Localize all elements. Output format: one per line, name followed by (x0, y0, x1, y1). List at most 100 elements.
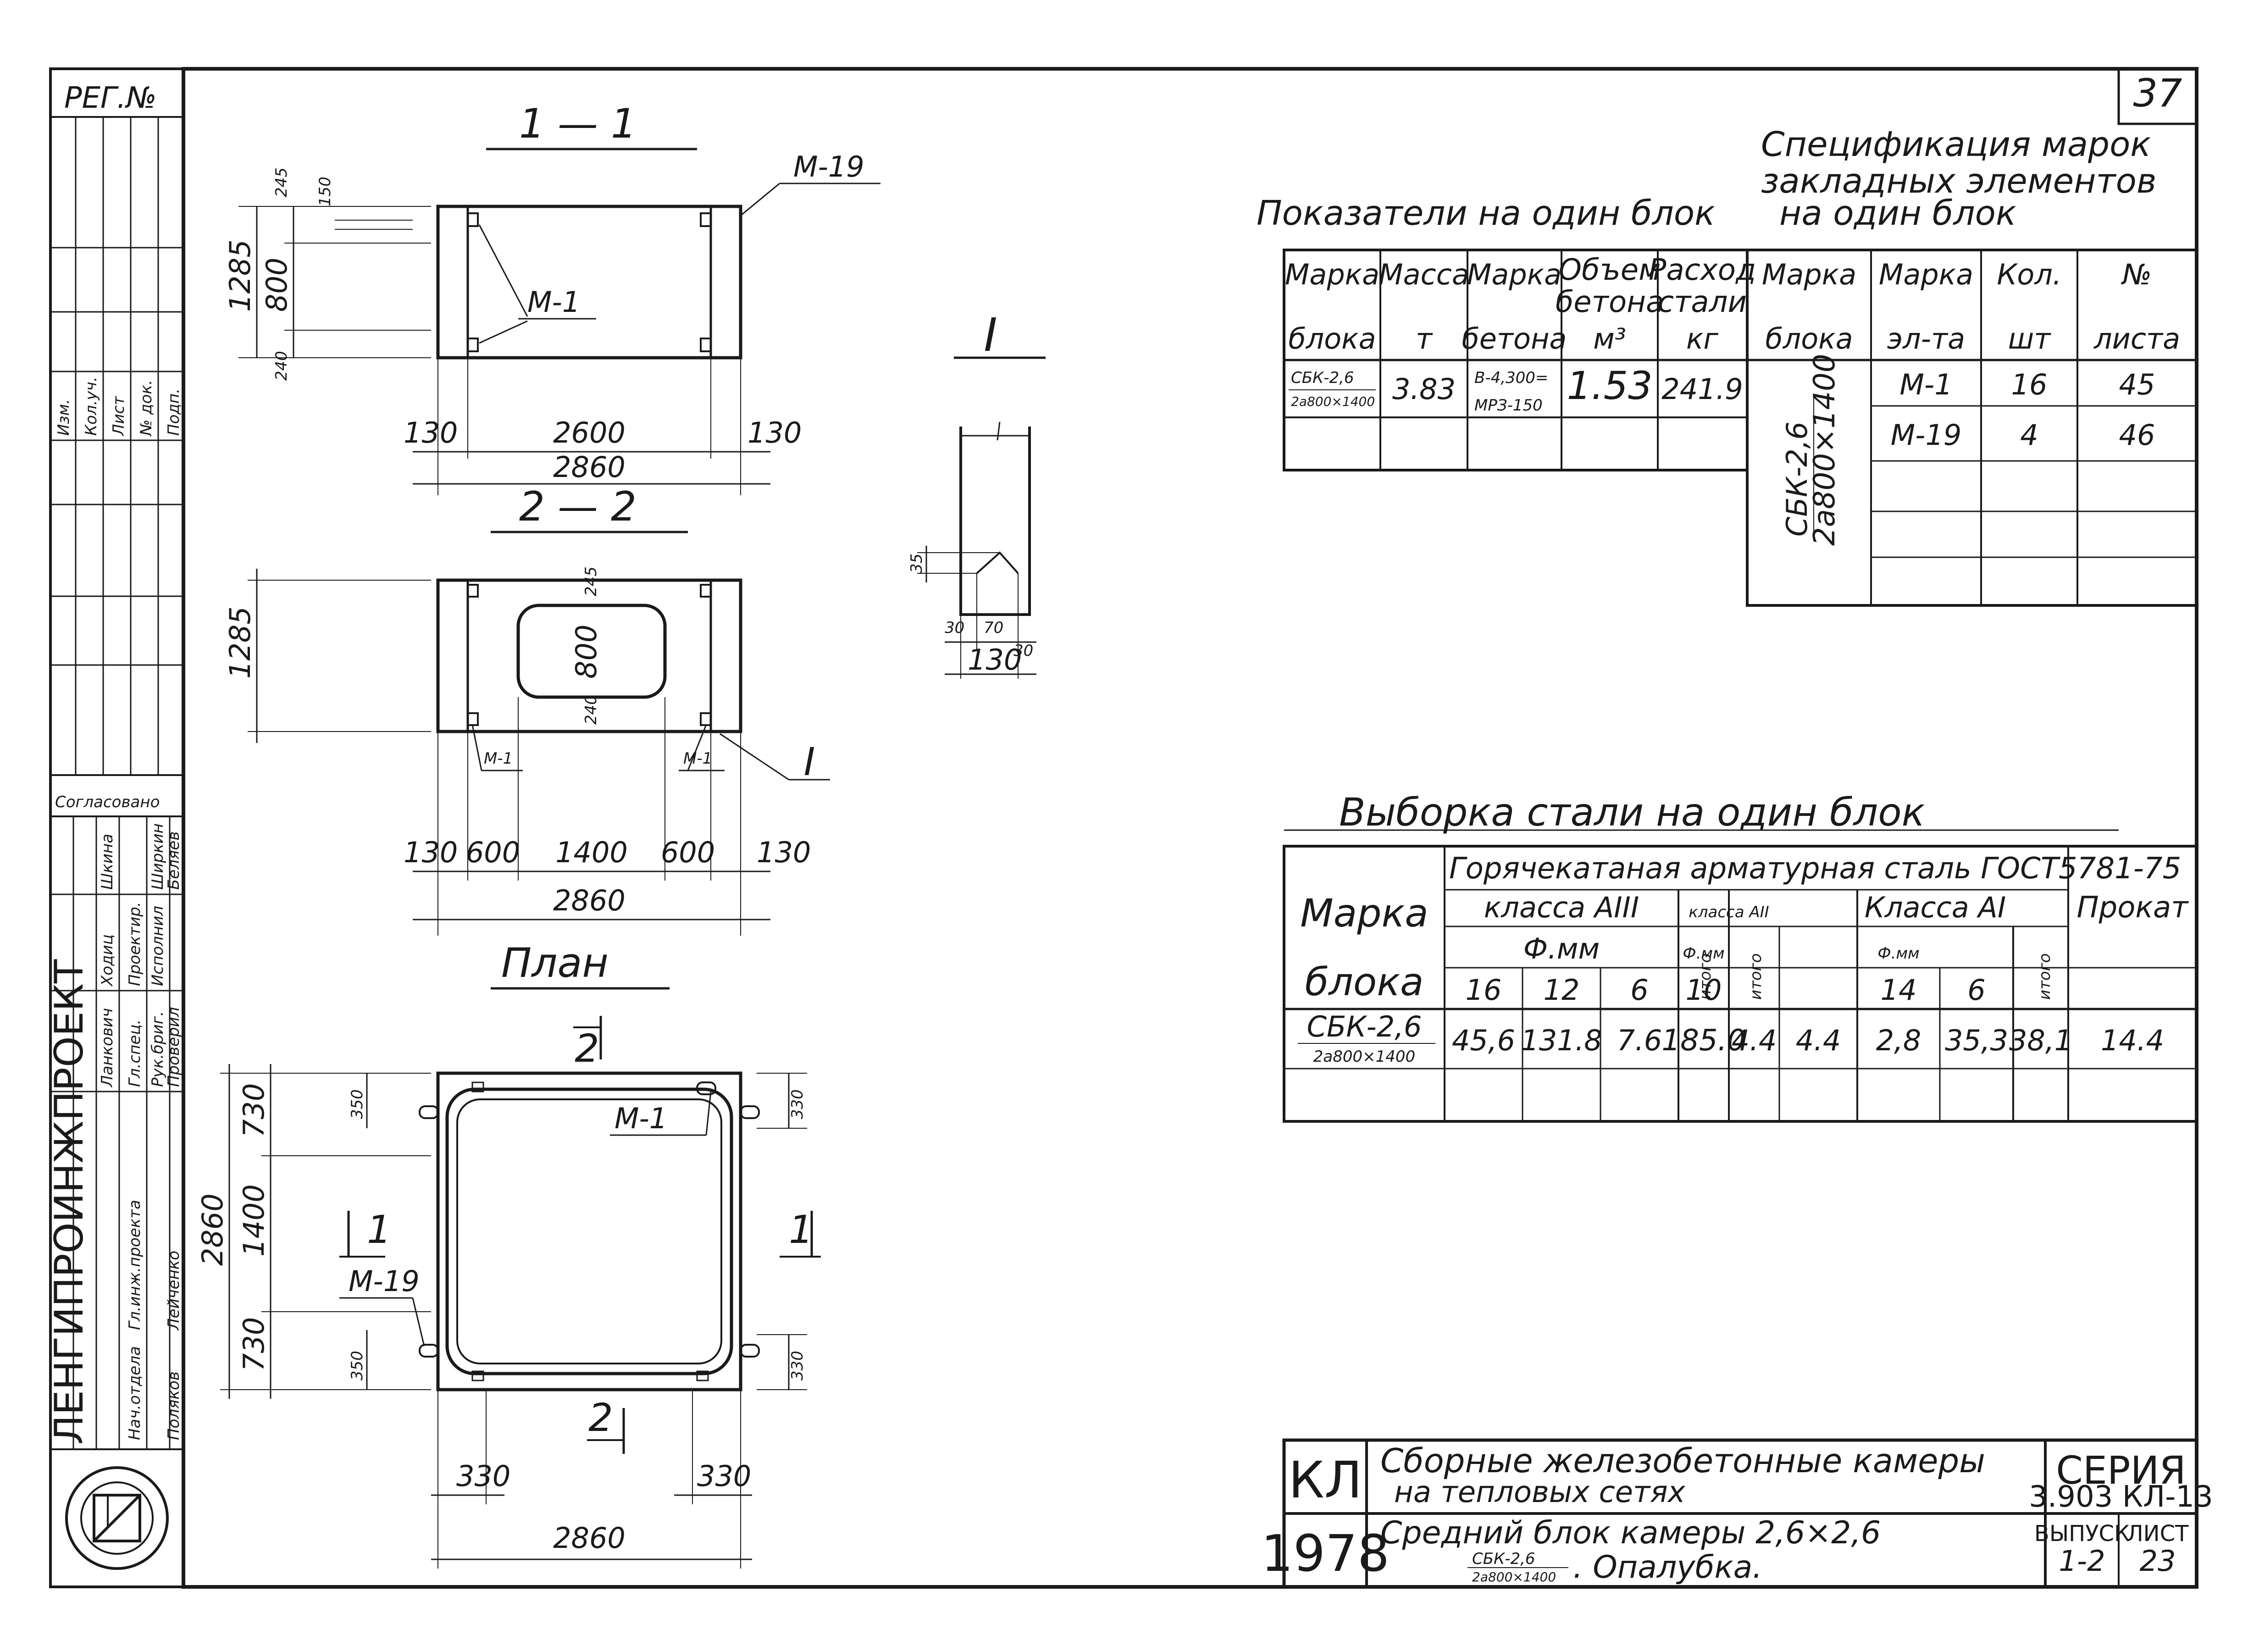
dim-22-total: 2860 (553, 884, 626, 917)
dim-plan-corner-left-top: 350 (348, 1089, 366, 1119)
spec-title-2: закладных элементов (1761, 161, 2157, 201)
steel-group-header: Горячекатаная арматурная сталь ГОСТ5781-… (1449, 852, 2181, 886)
spec-h-qty-2: шт (2008, 322, 2052, 355)
side-name-5: Шкина (98, 834, 116, 890)
dim-11-mid: 800 (260, 258, 293, 312)
title-block: КЛ 1978 Сборные железобетонные камеры на… (1261, 1438, 2213, 1589)
series-value: 3.903 КЛ-13 (2029, 1480, 2213, 1514)
steel-d-a3-3: 6 (1630, 973, 1648, 1007)
reg-label: РЕГ.№ (64, 81, 157, 115)
spec-row-2-mark: М-19 (1891, 418, 1962, 452)
dim-plan-mid-v: 1400 (237, 1184, 271, 1257)
mark-m1-section-2-left: М-1 (484, 749, 513, 768)
ind-h-steel-1: Расход (1649, 253, 1756, 287)
indicators-title: Показатели на один блок (1257, 194, 1715, 233)
view-section-2-2: 2 — 2 800 245 240 1285 М-1 М-1 I (223, 483, 830, 936)
dim-plan-side-v-bottom: 730 (237, 1317, 271, 1371)
steel-row-mark: СБК-2,6 (1307, 1010, 1422, 1043)
series-label: СЕРИЯ (2056, 1448, 2186, 1493)
mark-m1-section-2-right: М-1 (683, 749, 712, 768)
ind-h-mass-2: т (1416, 322, 1433, 355)
spec-row-2-sheet: 46 (2119, 418, 2155, 452)
ind-volume: 1.53 (1567, 363, 1652, 408)
dim-22-side-right: 130 (757, 836, 811, 869)
sheet-value: 23 (2140, 1544, 2176, 1578)
steel-dia-a1: Ф.мм (1877, 944, 1919, 963)
side-role-4: Рук.бриг. (149, 1011, 167, 1087)
dim-plan-total-v: 2860 (196, 1193, 229, 1266)
dim-plan-total-h: 2860 (553, 1521, 626, 1555)
steel-row-a3-2: 131.8 (1521, 1024, 1602, 1057)
dim-11-side-right: 130 (747, 416, 802, 449)
mark-m19-section-1: М-19 (793, 150, 864, 183)
steel-title: Выборка стали на один блок (1339, 790, 1925, 835)
steel-dia-a3: Ф.мм (1523, 932, 1600, 965)
spec-title-3: на один блок (1779, 194, 2016, 233)
section-arrow-1-left: 1 (367, 1207, 391, 1252)
view-detail: I 35 30 70 130 30 (908, 308, 1046, 679)
steel-row-a3-1: 45,6 (1452, 1024, 1515, 1057)
spec-block-sub: 2а800×1400 (1808, 354, 1842, 546)
side-name-6: Ширкин (149, 823, 167, 890)
steel-row-mark-sub: 2а800×1400 (1313, 1048, 1415, 1066)
steel-table: Выборка стали на один блок Горячекатаная… (1283, 790, 2198, 1123)
title-year: 1978 (1261, 1524, 1390, 1583)
steel-d-a3-1: 16 (1466, 973, 1502, 1007)
steel-d-a2-1: 10 (1686, 973, 1722, 1007)
page-number: 37 (2133, 71, 2182, 116)
spec-block: СБК-2,6 (1780, 421, 1814, 537)
steel-row-a3-3: 7.6 (1617, 1024, 1662, 1057)
mark-m1-section-1: М-1 (527, 285, 580, 319)
dim-11-embed: 150 (316, 177, 334, 206)
dim-11-height: 1285 (223, 239, 257, 312)
ind-h-mass-1: Масса (1379, 258, 1469, 291)
ind-h-volume-1: Объем (1559, 253, 1661, 287)
ind-h-volume-3: м³ (1593, 322, 1626, 355)
ind-concrete: В-4,300= (1474, 369, 1548, 387)
side-name-7: Беляев (165, 832, 183, 890)
steel-class-a3: класса АIII (1484, 891, 1639, 924)
steel-class-a2: класса АII (1689, 903, 1769, 921)
detail-dim-30-right: 30 (1013, 642, 1033, 660)
steel-d-a1-1: 14 (1881, 973, 1917, 1007)
steel-row-a3-total: 185.0 (1661, 1024, 1745, 1058)
title-code: КЛ (1289, 1451, 1362, 1509)
steel-rolled: Прокат (2076, 891, 2189, 925)
dim-11-top: 245 (272, 167, 291, 197)
ind-h-volume-2: бетона (1556, 285, 1664, 319)
dim-22-side-w-left: 600 (466, 836, 520, 869)
dim-plan-edge-left: 330 (456, 1459, 510, 1493)
dim-plan-edge-right: 330 (697, 1459, 751, 1493)
ind-h-mark-1: Марка (1285, 258, 1379, 291)
mark-m1-plan: М-1 (615, 1102, 667, 1135)
side-agreed-label: Согласовано (55, 793, 160, 811)
dim-22-bottom: 240 (582, 695, 600, 725)
side-role-7: Проверил (165, 1007, 183, 1087)
dim-plan-side-v-top: 730 (237, 1083, 271, 1137)
section-arrow-2-top: 2 (575, 1026, 599, 1071)
steel-row-rolled: 14.4 (2101, 1024, 2164, 1057)
dim-22-side-w-right: 600 (661, 836, 715, 869)
spec-row-2-qty: 4 (2020, 418, 2038, 452)
side-name-3: Ланкович (98, 1008, 116, 1088)
steel-class-a1: Класса АI (1865, 891, 2006, 924)
detail-dim-70: 70 (984, 619, 1003, 637)
dim-22-hole-w: 1400 (555, 836, 628, 869)
spec-row-1-sheet: 45 (2119, 368, 2155, 401)
spec-h-el-1: Марка (1879, 258, 1973, 291)
issue-label: ВЫПУСК (2034, 1521, 2130, 1547)
sheet-label: ЛИСТ (2127, 1521, 2189, 1547)
issue-value: 1-2 (2059, 1544, 2105, 1578)
ind-h-concrete-1: Марка (1467, 258, 1561, 291)
side-col-2: Кол.уч. (82, 377, 100, 436)
ind-h-mark-2: блока (1288, 322, 1376, 355)
side-name-2: Лейченко (165, 1251, 183, 1331)
dim-11-inner: 2600 (553, 416, 626, 449)
ind-h-concrete-2: бетона (1462, 322, 1567, 355)
side-role-2: Гл.инж.проекта (126, 1200, 144, 1330)
view-plan: План М-1 М-19 2 2 1 1 (196, 939, 821, 1569)
steel-row-a1-total: 38,1 (2009, 1024, 2072, 1057)
spec-h-sheet-2: листа (2093, 322, 2180, 355)
title-line-4-mark: СБК-2,6 (1472, 1550, 1535, 1568)
steel-d-a3-2: 12 (1544, 973, 1580, 1007)
